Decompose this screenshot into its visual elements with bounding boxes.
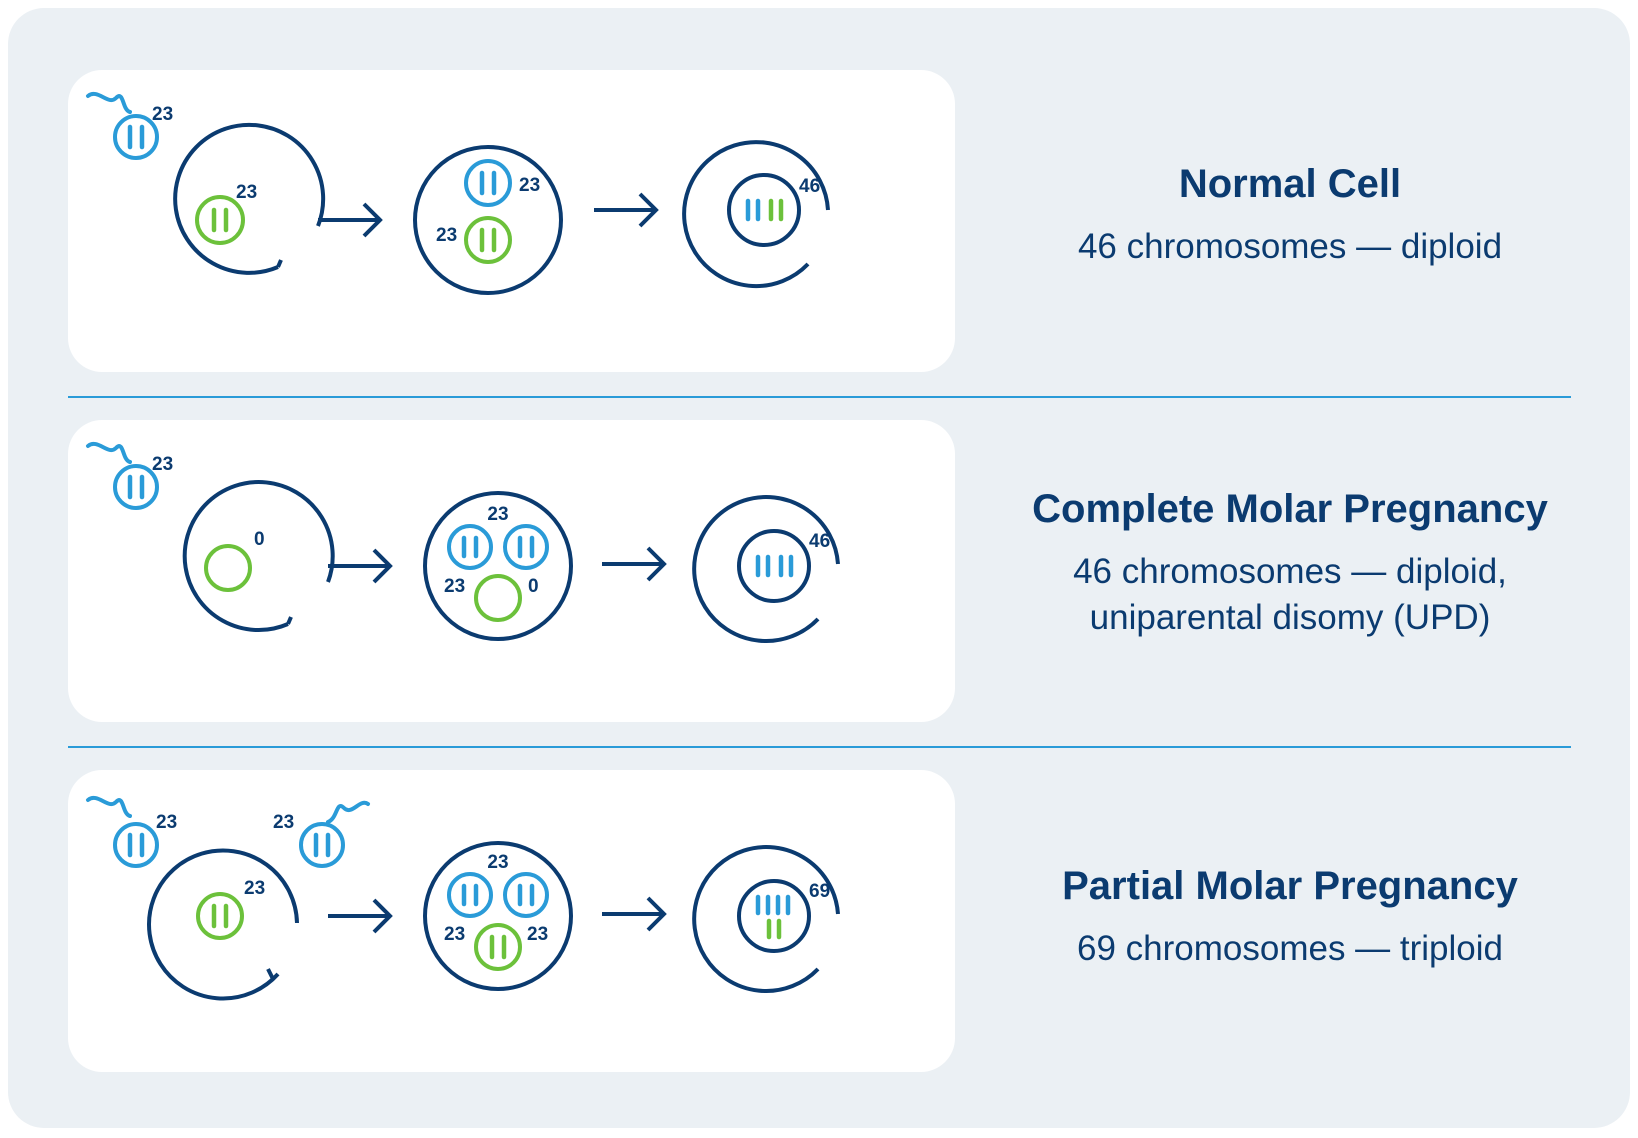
arrow-right-icon xyxy=(328,898,393,934)
zygote-icon: 46 xyxy=(682,140,830,289)
complete-molar-description: Complete Molar Pregnancy 46 chromosomes … xyxy=(990,485,1590,641)
normal-cell-description: Normal Cell 46 chromosomes — diploid xyxy=(990,160,1590,270)
egg-cell-icon: 0 xyxy=(182,480,335,633)
egg-cell-icon: 23 xyxy=(173,122,326,275)
sperm-chromosome-count: 23 xyxy=(487,852,508,873)
chromosome-icon xyxy=(127,474,145,500)
nucleus-icon xyxy=(196,892,244,940)
nucleus-icon xyxy=(447,872,493,918)
chromosome-icon xyxy=(745,198,784,222)
sperm-icon: 23 xyxy=(86,92,173,160)
chromosome-icon xyxy=(313,832,331,858)
arrow-right-icon xyxy=(602,546,667,582)
partial-molar-diagram: 23 23 23 23 23 xyxy=(86,796,840,1001)
zygote-icon: 69 xyxy=(692,845,840,993)
sperm-chromosome-count: 23 xyxy=(156,812,177,833)
normal-cell-panel: 23 23 23 23 xyxy=(68,70,955,372)
chromosome-icon xyxy=(479,227,497,253)
fertilized-egg-icon: 23 23 xyxy=(413,145,563,295)
sperm-chromosome-count: 23 xyxy=(487,504,508,525)
sperm-icon: 23 xyxy=(273,800,370,868)
row-description: 69 chromosomes — triploid xyxy=(1077,929,1503,968)
description-line: uniparental disomy (UPD) xyxy=(1089,598,1491,637)
nucleus-icon xyxy=(464,216,512,264)
chromosome-icon xyxy=(489,934,507,960)
egg-chromosome-count: 23 xyxy=(436,225,457,246)
zygote-chromosome-count: 46 xyxy=(799,176,820,197)
row-title: Partial Molar Pregnancy xyxy=(1062,864,1518,908)
egg-chromosome-count: 0 xyxy=(254,529,265,550)
zygote-chromosome-count: 69 xyxy=(809,881,830,902)
partial-molar-description: Partial Molar Pregnancy 69 chromosomes —… xyxy=(990,862,1590,972)
sperm-icon: 23 xyxy=(86,796,177,868)
chromosome-icon xyxy=(479,170,497,196)
nucleus-icon xyxy=(474,574,522,622)
chromosome-icon xyxy=(755,894,791,940)
normal-cell-diagram: 23 23 23 23 xyxy=(86,92,830,295)
chromosome-icon xyxy=(127,832,145,858)
fertilized-egg-icon: 23 23 0 xyxy=(423,491,573,641)
chromosome-icon xyxy=(211,903,229,929)
row-title: Normal Cell xyxy=(1178,162,1402,206)
row-divider xyxy=(68,746,1571,748)
sperm-chromosome-count: 23 xyxy=(152,454,173,475)
egg-right-chromosome-count: 23 xyxy=(527,924,548,945)
complete-molar-panel: 23 0 23 23 0 xyxy=(68,420,955,722)
description-line: 46 chromosomes — diploid, xyxy=(1073,552,1507,591)
zygote-chromosome-count: 46 xyxy=(809,531,830,552)
egg-left-chromosome-count: 23 xyxy=(444,576,465,597)
row-divider xyxy=(68,396,1571,398)
fertilized-egg-icon: 23 23 23 xyxy=(423,841,573,991)
egg-chromosome-count: 23 xyxy=(236,182,257,203)
egg-right-chromosome-count: 0 xyxy=(528,576,539,597)
egg-chromosome-count: 23 xyxy=(244,878,265,899)
arrow-right-icon xyxy=(602,896,667,932)
chromosome-icon xyxy=(127,124,145,150)
nucleus-icon xyxy=(737,529,811,603)
nucleus-icon xyxy=(474,923,522,971)
sperm-chromosome-count: 23 xyxy=(152,104,173,125)
nucleus-icon xyxy=(503,524,549,570)
nucleus-icon xyxy=(195,195,245,245)
arrow-right-icon xyxy=(328,548,393,584)
zygote-icon: 46 xyxy=(692,495,840,643)
chromosome-icon xyxy=(461,535,479,559)
partial-molar-panel: 23 23 23 23 23 xyxy=(68,770,955,1072)
egg-cell-icon: 23 xyxy=(147,848,299,1001)
arrow-right-icon xyxy=(594,192,659,228)
sperm-chromosome-count: 23 xyxy=(273,812,294,833)
sperm-icon: 23 xyxy=(86,442,173,510)
nucleus-icon xyxy=(727,173,801,247)
arrow-right-icon xyxy=(318,202,383,238)
nucleus-icon xyxy=(503,872,549,918)
chromosome-icon xyxy=(517,883,535,907)
nucleus-icon xyxy=(204,544,252,592)
sperm-chromosome-count: 23 xyxy=(519,175,540,196)
row-title: Complete Molar Pregnancy xyxy=(1032,487,1548,531)
chromosome-icon xyxy=(755,554,794,578)
complete-molar-diagram: 23 0 23 23 0 xyxy=(86,442,840,643)
row-description: 46 chromosomes — diploid, uniparental di… xyxy=(990,549,1590,641)
chromosome-icon xyxy=(461,883,479,907)
egg-left-chromosome-count: 23 xyxy=(444,924,465,945)
chromosome-icon xyxy=(211,207,229,233)
row-description: 46 chromosomes — diploid xyxy=(1077,227,1503,266)
nucleus-icon xyxy=(737,879,811,953)
nucleus-icon xyxy=(464,159,512,207)
nucleus-icon xyxy=(447,524,493,570)
chromosome-icon xyxy=(517,535,535,559)
